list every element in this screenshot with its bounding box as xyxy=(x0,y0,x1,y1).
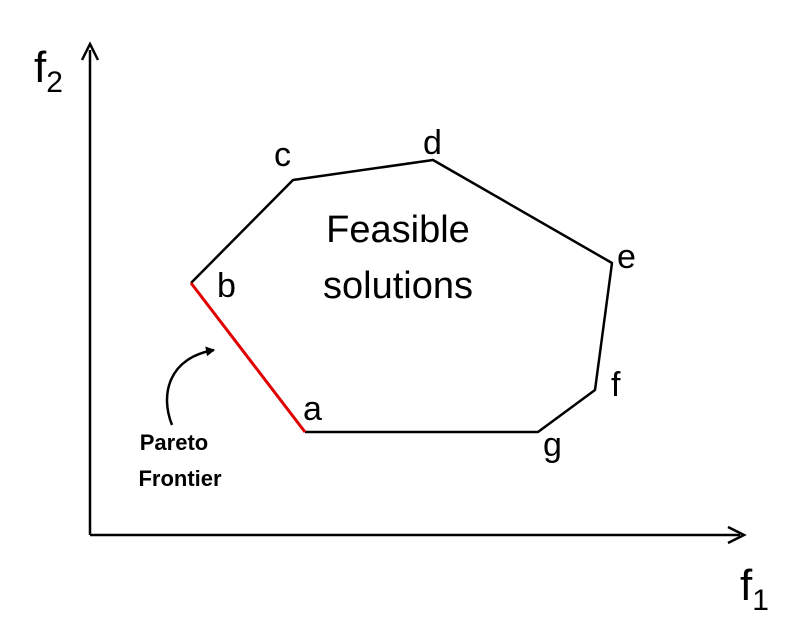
vertex-label-g: g xyxy=(543,426,562,464)
vertex-label-d: d xyxy=(423,124,442,162)
y-axis-label: f2 xyxy=(34,43,63,99)
region-label-line2: solutions xyxy=(323,265,473,307)
pareto-frontier-edge xyxy=(189,282,307,433)
x-axis-arrowhead xyxy=(727,525,747,545)
pareto-arrow-icon xyxy=(165,346,215,426)
feasible-region-outline xyxy=(190,158,614,434)
x-axis-label: f1 xyxy=(740,561,769,617)
vertex-label-b: b xyxy=(217,267,236,305)
vertex-label-a: a xyxy=(303,390,322,428)
region-label-line1: Feasible xyxy=(326,209,470,251)
pareto-label-line2: Frontier xyxy=(138,466,222,491)
y-axis-arrowhead xyxy=(80,41,100,61)
pareto-label-line1: Pareto xyxy=(140,430,208,455)
vertex-label-f: f xyxy=(611,366,621,404)
vertex-label-c: c xyxy=(274,136,291,174)
vertex-label-e: e xyxy=(617,238,636,276)
